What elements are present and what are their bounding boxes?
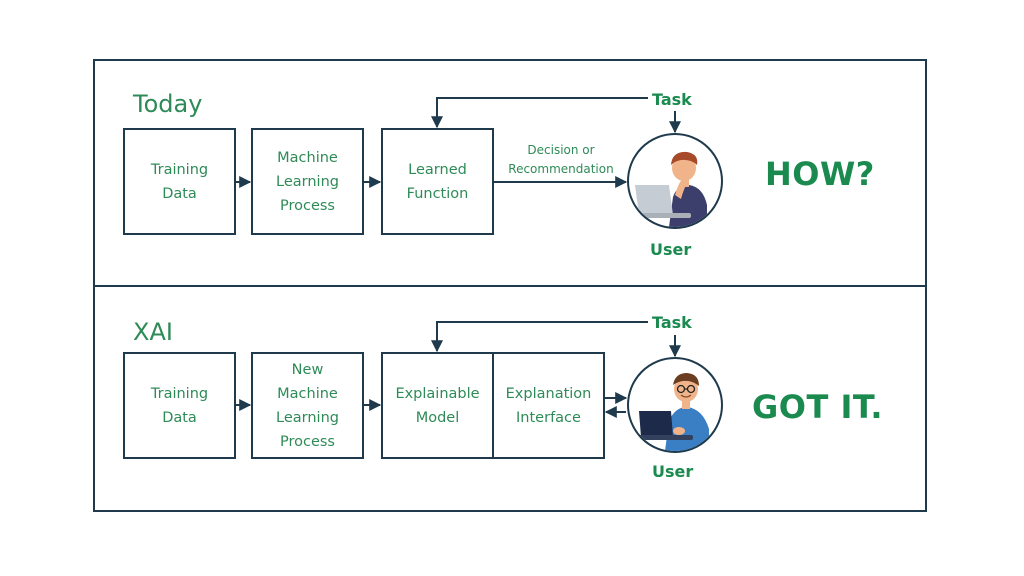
today-ml-process-box: Machine Learning Process — [251, 128, 364, 235]
xai-reaction: GOT IT. — [752, 388, 883, 426]
confused-user-figure — [633, 151, 707, 227]
happy-user-icon — [627, 357, 723, 453]
xai-user-label: User — [652, 462, 694, 481]
section-divider — [93, 285, 927, 287]
xai-task-loop — [431, 321, 648, 353]
xai-title: XAI — [133, 318, 173, 346]
today-user-label: User — [650, 240, 692, 259]
confused-user-icon — [627, 133, 723, 229]
today-task-loop — [431, 97, 648, 129]
today-reaction: HOW? — [765, 155, 875, 193]
xai-new-ml-process-box: New Machine Learning Process — [251, 352, 364, 459]
today-title: Today — [133, 90, 203, 118]
today-learned-function-box: Learned Function — [381, 128, 494, 235]
xai-training-data-box: Training Data — [123, 352, 236, 459]
xai-explanation-interface-box: Explanation Interface — [492, 352, 605, 459]
today-task-label: Task — [652, 90, 692, 109]
decision-label: Decision or Recommendation — [508, 143, 614, 176]
today-training-data-box: Training Data — [123, 128, 236, 235]
xai-task-label: Task — [652, 313, 692, 332]
happy-user-figure — [637, 373, 709, 451]
